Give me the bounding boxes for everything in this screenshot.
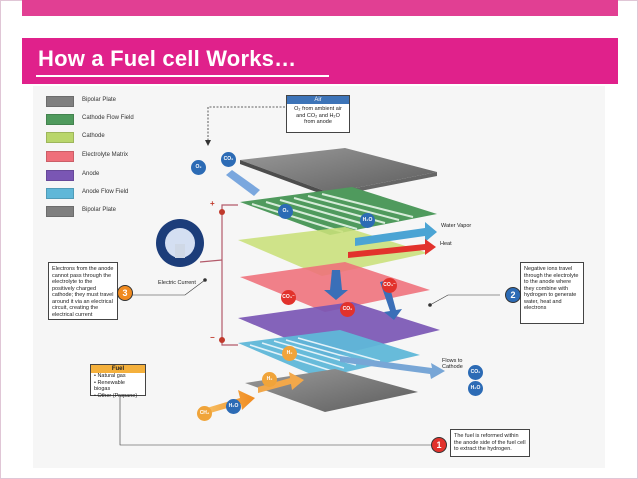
- light-bulb-glow: [165, 228, 195, 258]
- legend-label: Anode Flow Field: [82, 189, 129, 195]
- air-box-text: O₂ from ambient air and CO₂ and H₂O from…: [294, 106, 342, 125]
- electric-current-label: Electric Current: [158, 280, 196, 286]
- h2o-molecule: H₂O: [360, 213, 375, 228]
- co2-molecule: CO₂: [221, 152, 236, 167]
- step-1-description: The fuel is reformed within the anode si…: [450, 429, 530, 457]
- fuel-item: • Renewable biogas: [94, 379, 125, 393]
- legend-label: Cathode: [82, 133, 105, 139]
- light-bulb-base: [175, 244, 185, 258]
- ch4-molecule: CH₄: [197, 406, 212, 421]
- legend-swatch: [46, 114, 74, 125]
- legend-swatch: [46, 170, 74, 181]
- air-box-title: Air: [287, 96, 349, 104]
- top-accent-bar: [22, 0, 618, 16]
- water-vapor-arrow: [355, 222, 437, 246]
- minus-sign: −: [210, 333, 215, 342]
- heat-arrow: [348, 239, 436, 258]
- air-input-box: Air O₂ from ambient air and CO₂ and H₂O …: [286, 95, 350, 133]
- fuel-box-title: Fuel: [91, 365, 145, 373]
- step-1-badge: 1: [431, 437, 447, 453]
- h2-molecule: H₂: [262, 372, 277, 387]
- callout-lines: [119, 279, 500, 446]
- electric-circuit: [199, 204, 238, 346]
- h2o-molecule: H₂O: [468, 381, 483, 396]
- ion-down-arrow: [324, 270, 348, 300]
- h2o-molecule: H₂O: [226, 399, 241, 414]
- water-vapor-label: Water Vapor: [441, 223, 472, 229]
- fuel-item: • Other (Propane): [94, 392, 138, 399]
- anode-flow-field: [238, 330, 420, 378]
- o2-molecule: O₂: [191, 160, 206, 175]
- air-feed-arrowhead: [205, 140, 211, 146]
- title-underline: [36, 75, 329, 77]
- plus-sign: +: [210, 199, 215, 208]
- legend-label: Electrolyte Matrix: [82, 152, 129, 158]
- plus-terminal: [219, 209, 225, 215]
- hydrogen-arrow: [258, 372, 304, 393]
- fuel-item: • Natural gas: [94, 373, 126, 379]
- co2-molecule: CO₂: [468, 365, 483, 380]
- callout-dot: [203, 278, 207, 282]
- step-2-description: Negative ions travel through the electro…: [520, 262, 584, 324]
- step-3-description: Electrons from the anode cannot pass thr…: [48, 262, 118, 320]
- heat-label: Heat: [440, 241, 452, 247]
- minus-terminal: [219, 337, 225, 343]
- legend-label: Bipolar Plate: [82, 97, 117, 103]
- legend-swatch: [46, 132, 74, 143]
- callout-dot: [428, 303, 432, 307]
- bipolar-plate-top-edge: [240, 160, 330, 197]
- h2-molecule: H₂: [282, 346, 297, 361]
- legend-label: Bipolar Plate: [82, 207, 117, 213]
- step-2-badge: 2: [505, 287, 521, 303]
- legend-swatch: [46, 188, 74, 199]
- co3-ion: CO₃⁻: [281, 290, 296, 305]
- air-feed-line: [207, 106, 285, 140]
- bipolar-plate-top: [240, 148, 437, 193]
- co3-ion: CO₃⁻: [382, 278, 397, 293]
- flows-to-cathode-arrow: [340, 356, 445, 379]
- fuel-input-box: Fuel • Natural gas • Renewable biogas • …: [90, 364, 146, 399]
- legend-label: Anode: [82, 171, 100, 177]
- o2-molecule: O₂: [278, 204, 293, 219]
- slide-title: How a Fuel cell Works…: [38, 46, 297, 71]
- legend-swatch: [46, 206, 74, 217]
- legend-swatch: [46, 151, 74, 162]
- legend-swatch: [46, 96, 74, 107]
- step-3-badge: 3: [117, 285, 133, 301]
- legend-label: Cathode Flow Field: [82, 115, 134, 121]
- co2-molecule: CO₂: [340, 302, 355, 317]
- flows-to-cathode-label: Flows to Cathode: [442, 358, 463, 370]
- air-inflow-arrow: [226, 170, 260, 196]
